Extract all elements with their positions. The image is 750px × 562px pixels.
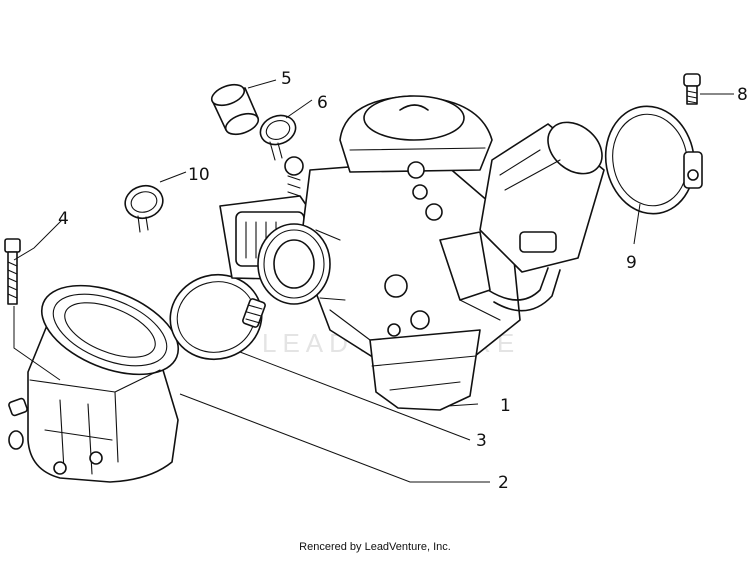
part-sleeve[interactable] — [209, 81, 261, 139]
callout-1: 1 — [500, 396, 511, 416]
part-wire-clamp[interactable] — [122, 182, 167, 233]
footer-credit: Rencered by LeadVenture, Inc. — [299, 541, 451, 553]
part-intake-manifold[interactable] — [8, 268, 191, 483]
part-small-clamp[interactable] — [256, 111, 299, 161]
callout-2: 2 — [498, 473, 509, 493]
callout-3: 3 — [476, 431, 487, 451]
callout-9: 9 — [626, 253, 637, 273]
callout-8: 8 — [737, 85, 748, 105]
callout-labels: 1 2 3 4 5 6 8 9 10 — [58, 69, 748, 493]
callout-6: 6 — [317, 93, 328, 113]
part-carburetor[interactable] — [219, 95, 612, 411]
leader-lines — [13, 79, 734, 483]
part-screw[interactable] — [683, 73, 701, 105]
part-bolt[interactable] — [4, 238, 21, 305]
carburetor-exploded-diagram: LEADVENTURE — [4, 69, 748, 493]
part-clamp-ring[interactable] — [161, 265, 272, 370]
part-large-clamp[interactable] — [597, 99, 703, 221]
callout-4: 4 — [58, 209, 69, 229]
callout-10: 10 — [188, 165, 210, 185]
callout-5: 5 — [281, 69, 292, 89]
